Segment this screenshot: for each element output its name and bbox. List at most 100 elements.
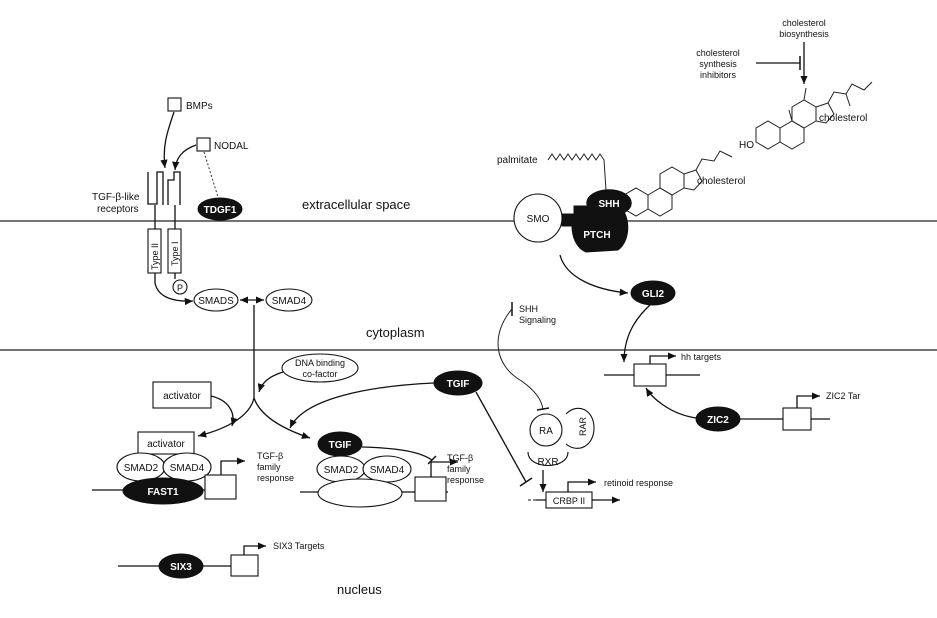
tgif-to-complex-arrow <box>289 382 435 429</box>
tgif-top-label: TGIF <box>447 379 470 390</box>
target-gene-box-a <box>204 474 237 500</box>
tgif-inhibition-bar <box>519 477 533 487</box>
crbp-gene-box <box>545 491 593 509</box>
target-gene-box-b <box>414 476 447 502</box>
ra-inhibits-shh-line <box>497 308 544 411</box>
target-gene-box-zic2 <box>782 407 812 431</box>
activator-top-label: activator <box>163 391 201 402</box>
ra-label: RA <box>539 426 553 437</box>
cofactor-arrow <box>257 371 284 393</box>
type-i-label: Type I <box>170 241 180 266</box>
cholesterol-molecule-label: cholesterol <box>819 113 867 124</box>
response-a-label-2: family <box>257 462 281 472</box>
tgf-receptors-label-2: receptors <box>97 204 139 215</box>
cholesterol-biosynthesis-label-1: cholesterol <box>782 18 826 28</box>
rxr-node <box>527 451 569 466</box>
inhibitors-label-3: inhibitors <box>700 70 737 80</box>
gli2-label: GLI2 <box>642 289 665 300</box>
phospho-circle <box>172 279 188 295</box>
transcription-arrow-crbp <box>567 478 596 492</box>
smad2-label-a: SMAD2 <box>124 463 159 474</box>
fast1-node <box>122 477 204 505</box>
hh-targets-label: hh targets <box>681 352 722 362</box>
target-gene-box-hh <box>633 363 667 387</box>
smads-label: SMADS <box>198 296 234 307</box>
cholesterol-shh-label: cholesterol <box>697 176 745 187</box>
dna-binding-label-1: DNA binding <box>295 358 345 368</box>
zic2-node <box>695 406 741 432</box>
transcription-arrow-b <box>430 458 458 477</box>
tgif-bound-label: TGIF <box>329 440 352 451</box>
smad4-node <box>265 288 313 312</box>
type-ii-receptor-extracellular <box>147 171 164 205</box>
type-ii-label: Type II <box>150 243 160 270</box>
inhibitors-label-1: cholesterol <box>696 48 740 58</box>
activator-bound-label: activator <box>147 439 185 450</box>
rxr-label: RXR <box>537 457 558 468</box>
response-b-label-1: TGF-β <box>447 453 473 463</box>
tgif-inhibits-crbp-line <box>475 391 527 483</box>
ra-node <box>529 413 563 447</box>
activator-arrow <box>210 395 238 427</box>
receptor-to-smads-arrow <box>154 282 194 306</box>
transcription-arrow-zic2 <box>796 392 820 408</box>
tgf-receptors-label-1: TGF-β-like <box>92 192 140 203</box>
shh-label: SHH <box>598 199 619 210</box>
tdgf1-node <box>197 197 243 221</box>
gli2-to-targets-arrow <box>620 304 651 363</box>
transcription-arrow-hh <box>649 352 676 364</box>
to-tgif-complex-arrow <box>253 397 311 439</box>
shh-signaling-label-2: Signaling <box>519 315 556 325</box>
bmps-label: BMPs <box>186 101 213 112</box>
six3-label: SIX3 <box>170 562 192 573</box>
palmitate-chain <box>547 153 607 191</box>
shh-signaling-label-1: SHH <box>519 304 538 314</box>
rar-label: RAR <box>578 416 588 436</box>
crbp-label: CRBP II <box>553 496 585 506</box>
dna-binding-label-2: co-factor <box>302 369 337 379</box>
response-b-label-3: response <box>447 475 484 485</box>
nodal-tdgf1-dotted-link <box>203 151 219 198</box>
six3-targets-label: SIX3 Targets <box>273 541 325 551</box>
smo-label: SMO <box>527 214 550 225</box>
cholesterol-molecule-structure <box>755 81 873 150</box>
six3-node <box>158 553 204 579</box>
transcription-arrow-a <box>220 457 245 475</box>
ra-inhibition-bar <box>536 407 550 411</box>
nodal-arrow <box>172 144 197 171</box>
rar-node <box>565 407 595 449</box>
smad4-label-b: SMAD4 <box>370 465 405 476</box>
activator-box-top <box>152 381 212 409</box>
tdgf1-label: TDGF1 <box>204 205 237 216</box>
response-a-label-1: TGF-β <box>257 451 283 461</box>
zic2-targets-label: ZIC2 Tar <box>826 391 860 401</box>
bmps-ligand-box <box>167 97 182 112</box>
dna-binding-cofactor-node <box>281 353 359 383</box>
transcription-arrow-six3 <box>243 542 266 555</box>
shh-node <box>586 189 632 217</box>
inhibitors-label-2: synthesis <box>699 59 737 69</box>
smads-node <box>193 288 239 312</box>
target-gene-box-six3 <box>230 554 259 577</box>
response-b-label-2: family <box>447 464 471 474</box>
fast1-label: FAST1 <box>147 487 179 498</box>
zic2-to-hh-arrow <box>645 387 697 419</box>
cholesterol-biosynthesis-label-2: biosynthesis <box>779 29 829 39</box>
zic2-label: ZIC2 <box>707 415 729 426</box>
nodal-ligand-box <box>196 137 211 152</box>
smad4-label: SMAD4 <box>272 296 307 307</box>
ptch-to-gli2-arrow <box>559 254 629 296</box>
extracellular-space-label: extracellular space <box>302 197 410 212</box>
cytoplasm-label: cytoplasm <box>366 325 425 340</box>
nodal-label: NODAL <box>214 141 249 152</box>
ptch-label: PTCH <box>583 230 610 241</box>
response-a-label-3: response <box>257 473 294 483</box>
phospho-label: P <box>177 283 183 293</box>
gli2-node <box>630 280 676 306</box>
ho-label: HO <box>739 140 754 151</box>
tgif-repression-line <box>361 446 433 461</box>
bmps-arrow <box>160 111 175 169</box>
type-i-receptor-extracellular <box>167 171 181 205</box>
